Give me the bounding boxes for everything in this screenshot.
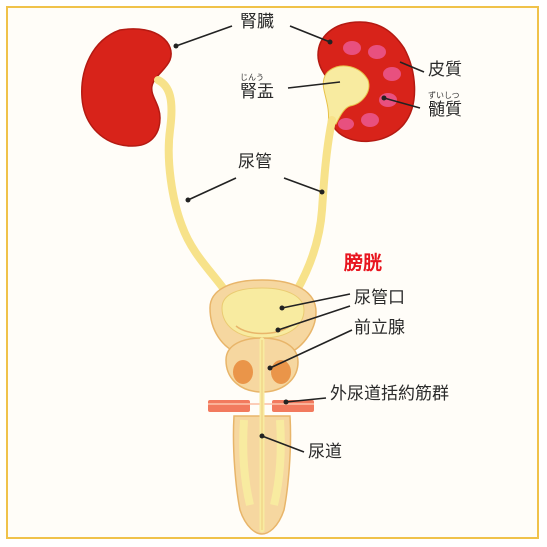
ureter-leader-left bbox=[188, 178, 236, 200]
label-kidney: 腎臓 bbox=[240, 14, 274, 31]
label-external-sphincter: 外尿道括約筋群 bbox=[330, 386, 449, 403]
ruby-medulla: ずいしつ bbox=[428, 92, 460, 100]
label-bladder: 膀胱 bbox=[344, 254, 382, 273]
left-kidney bbox=[82, 29, 171, 146]
label-prostate: 前立腺 bbox=[354, 320, 405, 337]
kidney-leader-left bbox=[176, 26, 232, 46]
label-urethra: 尿道 bbox=[308, 444, 342, 461]
left-ureter bbox=[158, 80, 226, 292]
label-cortex: 皮質 bbox=[428, 62, 462, 79]
bladder-inner bbox=[222, 288, 304, 338]
ruby-renal-pelvis: じんう bbox=[240, 74, 264, 82]
label-medulla: 髄質 bbox=[428, 102, 462, 119]
left-sphincter bbox=[208, 400, 250, 412]
label-ureter: 尿管 bbox=[238, 154, 272, 171]
right-ureter bbox=[296, 120, 332, 292]
label-renal-pelvis: 腎盂 bbox=[240, 84, 274, 101]
kidney-leader-right bbox=[290, 26, 330, 42]
prostate-left-lobe bbox=[233, 360, 253, 384]
label-ureteral-orifice: 尿管口 bbox=[354, 290, 405, 307]
ureter-leader-right bbox=[284, 178, 322, 192]
